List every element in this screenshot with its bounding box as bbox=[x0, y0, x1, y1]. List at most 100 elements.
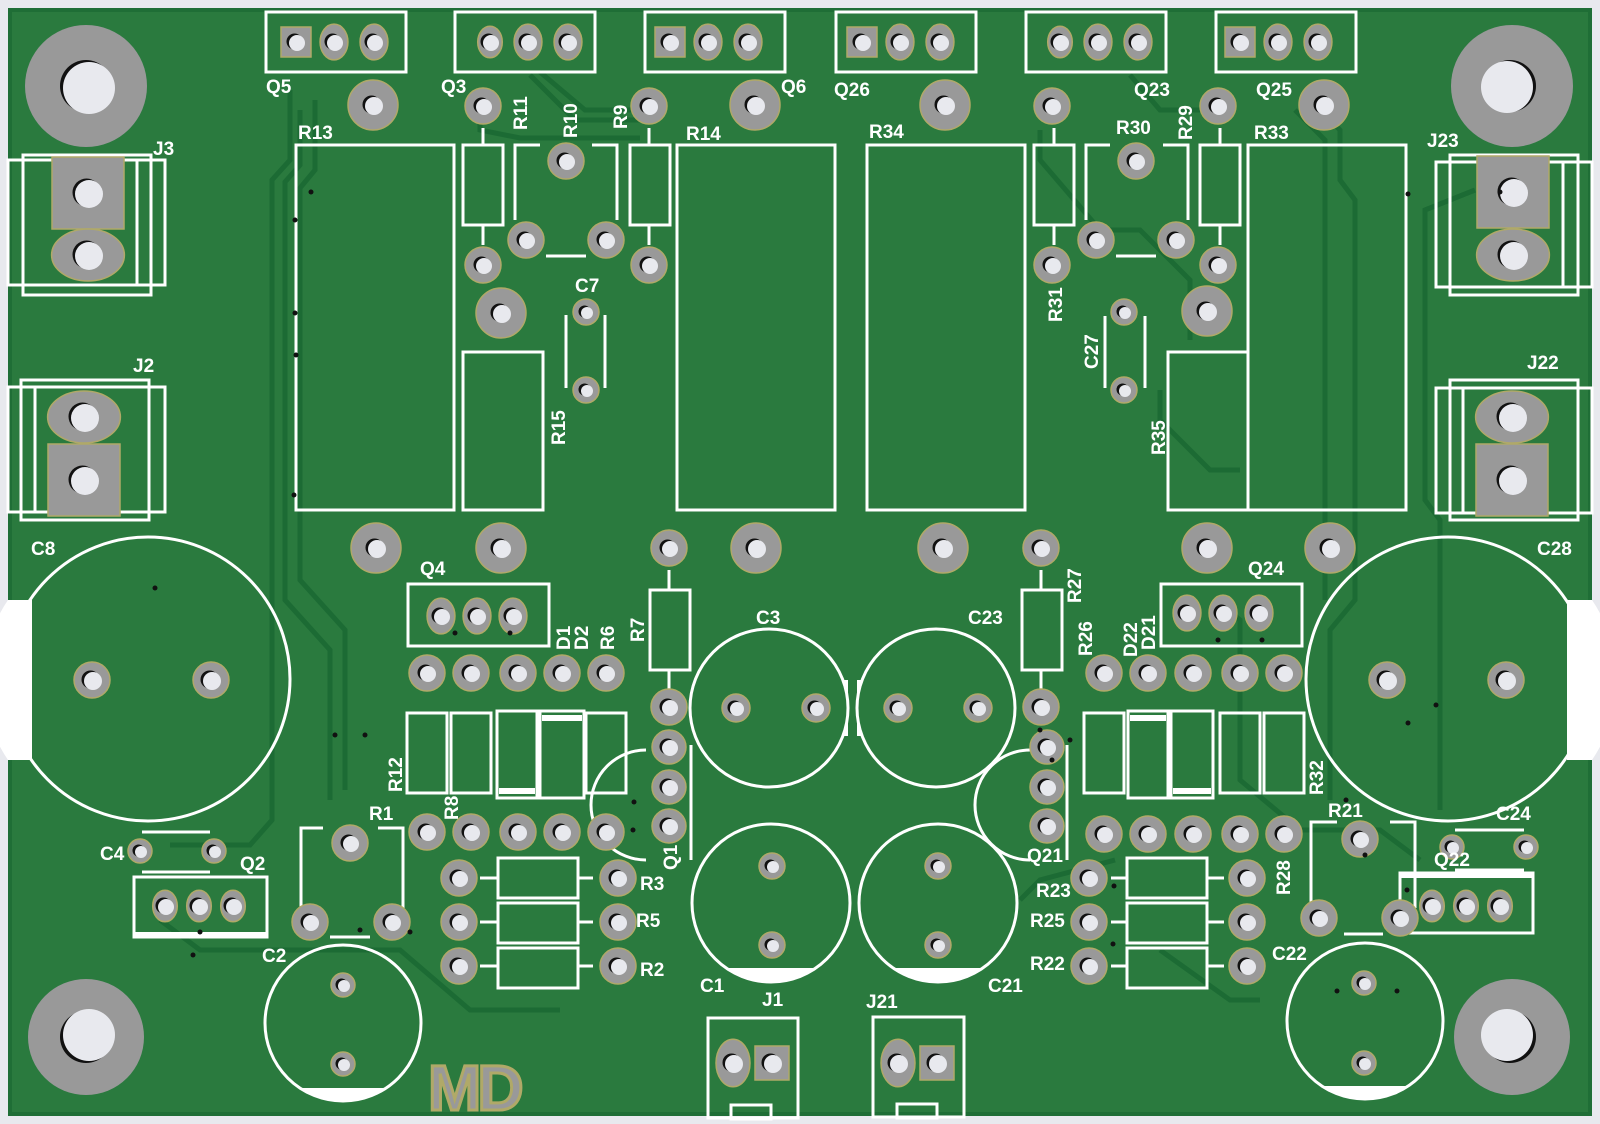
pad bbox=[452, 813, 490, 851]
pad bbox=[1083, 23, 1113, 61]
pad bbox=[440, 947, 478, 985]
label-R28: R28 bbox=[1274, 860, 1295, 895]
pad bbox=[1221, 815, 1259, 853]
label-C28: C28 bbox=[1537, 539, 1572, 560]
label-R7: R7 bbox=[628, 618, 649, 642]
pad bbox=[1070, 903, 1108, 941]
pad bbox=[543, 654, 581, 692]
pad bbox=[1300, 899, 1338, 937]
label-R9: R9 bbox=[611, 105, 632, 129]
label-C27: C27 bbox=[1082, 334, 1103, 369]
mounting-hole-br bbox=[1454, 979, 1570, 1095]
label-R6: R6 bbox=[598, 626, 619, 650]
label-R32: R32 bbox=[1307, 760, 1328, 795]
label-C1: C1 bbox=[700, 976, 725, 997]
pad bbox=[651, 729, 687, 765]
pad bbox=[475, 522, 527, 574]
pad bbox=[1513, 834, 1539, 860]
pad bbox=[1381, 899, 1419, 937]
label-R22: R22 bbox=[1030, 954, 1065, 975]
pad bbox=[1022, 688, 1060, 726]
via bbox=[190, 952, 196, 958]
label-Q1: Q1 bbox=[661, 844, 682, 870]
pad bbox=[1486, 889, 1514, 923]
label-J1: J1 bbox=[762, 990, 784, 1011]
pad bbox=[599, 859, 637, 897]
mounting-holes bbox=[25, 25, 1573, 1095]
via bbox=[507, 630, 513, 636]
pad bbox=[1029, 808, 1065, 844]
mounting-hole-tr bbox=[1451, 25, 1573, 147]
pad bbox=[51, 156, 125, 230]
pad bbox=[330, 1051, 356, 1077]
pad bbox=[475, 287, 527, 339]
label-R10: R10 bbox=[561, 103, 582, 138]
via bbox=[1215, 637, 1221, 643]
via bbox=[292, 310, 298, 316]
pad bbox=[917, 522, 969, 574]
label-J21: J21 bbox=[866, 992, 898, 1013]
pad bbox=[464, 87, 502, 125]
pad bbox=[1199, 87, 1237, 125]
via bbox=[1394, 988, 1400, 994]
pad bbox=[331, 824, 369, 862]
via bbox=[1404, 887, 1410, 893]
pad bbox=[1351, 970, 1377, 996]
pad bbox=[408, 813, 446, 851]
pad bbox=[185, 889, 213, 923]
pad bbox=[1228, 947, 1266, 985]
pad bbox=[1022, 529, 1060, 567]
label-R5: R5 bbox=[636, 911, 661, 932]
pad bbox=[1070, 859, 1108, 897]
via bbox=[1497, 189, 1503, 195]
pad bbox=[50, 228, 126, 282]
label-R25: R25 bbox=[1030, 911, 1065, 932]
pad bbox=[1475, 443, 1549, 517]
pad bbox=[350, 522, 402, 574]
pad bbox=[885, 23, 915, 61]
pad bbox=[1077, 221, 1115, 259]
pad bbox=[1110, 298, 1138, 326]
pad bbox=[1033, 87, 1071, 125]
pad bbox=[630, 246, 668, 284]
label-R27: R27 bbox=[1065, 568, 1086, 603]
pad bbox=[924, 931, 952, 959]
pad bbox=[1224, 26, 1256, 58]
pad bbox=[730, 522, 782, 574]
pad bbox=[1304, 522, 1356, 574]
via bbox=[1433, 702, 1439, 708]
pad bbox=[330, 972, 356, 998]
pad bbox=[1244, 594, 1274, 632]
pad bbox=[440, 859, 478, 897]
label-Q24: Q24 bbox=[1248, 559, 1284, 580]
pad bbox=[1181, 522, 1233, 574]
pad bbox=[801, 693, 831, 723]
pad bbox=[464, 246, 502, 284]
pad bbox=[1085, 815, 1123, 853]
label-C2: C2 bbox=[262, 946, 286, 967]
pad bbox=[650, 688, 688, 726]
label-C23: C23 bbox=[968, 608, 1003, 629]
label-D22: D22 bbox=[1121, 622, 1142, 657]
md-logo: MD bbox=[427, 1051, 527, 1124]
label-R26: R26 bbox=[1076, 621, 1097, 656]
pad bbox=[319, 23, 349, 61]
label-D1: D1 bbox=[554, 625, 575, 650]
via bbox=[1067, 737, 1073, 743]
pad bbox=[452, 654, 490, 692]
label-J23: J23 bbox=[1427, 131, 1459, 152]
label-J2: J2 bbox=[133, 356, 154, 377]
pad bbox=[758, 931, 786, 959]
label-Q22: Q22 bbox=[1434, 850, 1470, 871]
pad bbox=[408, 654, 446, 692]
pad bbox=[1351, 1050, 1377, 1076]
via bbox=[1343, 797, 1349, 803]
label-R33: R33 bbox=[1254, 123, 1289, 144]
pad bbox=[880, 1038, 916, 1088]
pad bbox=[499, 654, 537, 692]
pad bbox=[46, 390, 122, 444]
pad bbox=[1263, 23, 1293, 61]
pad bbox=[1129, 815, 1167, 853]
label-C22: C22 bbox=[1272, 944, 1307, 965]
pad bbox=[587, 221, 625, 259]
